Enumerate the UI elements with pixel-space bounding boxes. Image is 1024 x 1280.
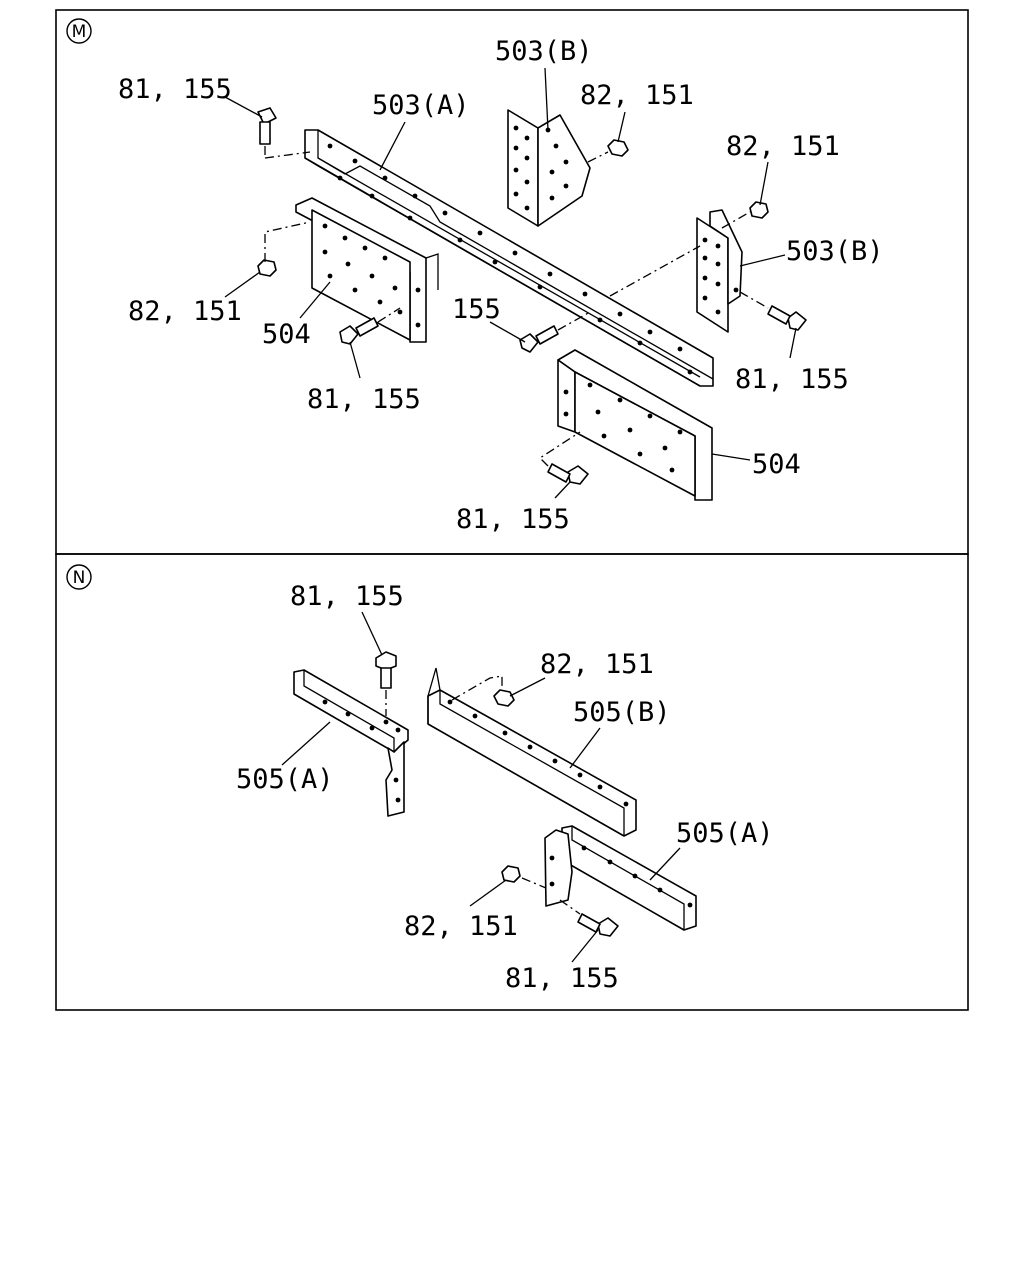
label-rail-505b: 505(B) xyxy=(573,697,671,728)
plate-504-right xyxy=(557,349,713,501)
section-n-marker: N xyxy=(66,564,92,590)
label-rail-503a: 503(A) xyxy=(372,90,470,121)
bolt-icon xyxy=(559,899,619,937)
section-n-frame xyxy=(55,553,969,1011)
section-n: N xyxy=(55,553,969,1011)
label-bracket-503b-right: 503(B) xyxy=(786,236,884,267)
nut-icon xyxy=(501,865,547,889)
bolt-icon xyxy=(339,307,401,345)
rail-505a-right xyxy=(544,825,697,931)
leader-lines xyxy=(281,611,681,963)
plate-504-left xyxy=(295,197,439,343)
nut-icon xyxy=(587,139,629,163)
rail-503a xyxy=(304,129,714,387)
leader-lines xyxy=(224,67,797,499)
svg-text:N: N xyxy=(73,568,86,588)
label-bolt-lower-left: 81, 155 xyxy=(307,384,421,415)
label-nut-top: 82, 151 xyxy=(540,649,654,680)
bolt-icon xyxy=(538,431,589,485)
label-nut-bottom: 82, 151 xyxy=(404,911,518,942)
label-bracket-503b-top: 503(B) xyxy=(495,36,593,67)
rail-505a-left xyxy=(293,669,409,817)
connector-dash xyxy=(609,245,701,297)
svg-text:M: M xyxy=(72,22,87,42)
label-plate-504-right: 504 xyxy=(752,449,801,480)
label-rail-505a-left: 505(A) xyxy=(236,764,334,795)
bolt-icon xyxy=(519,311,591,353)
label-rail-505a-right: 505(A) xyxy=(676,818,774,849)
label-bolt-top-left: 81, 155 xyxy=(118,74,232,105)
nut-icon xyxy=(451,675,515,707)
label-bolt-top: 81, 155 xyxy=(290,581,404,612)
bolt-icon xyxy=(257,107,311,159)
label-plate-504-left: 504 xyxy=(262,319,311,350)
label-nut-left: 82, 151 xyxy=(128,296,242,327)
label-bolt-bottom: 81, 155 xyxy=(456,504,570,535)
label-nut-right: 82, 151 xyxy=(726,131,840,162)
label-bolt-right: 81, 155 xyxy=(735,364,849,395)
nut-icon xyxy=(257,221,311,277)
bracket-503b-right xyxy=(696,209,743,333)
label-bolt-center: 155 xyxy=(452,294,501,325)
bolt-icon xyxy=(739,291,807,331)
section-m-marker: M xyxy=(66,18,92,44)
bolt-icon xyxy=(375,651,397,716)
bracket-503b-upper xyxy=(507,109,591,227)
section-m: M xyxy=(55,9,969,555)
rail-505b xyxy=(427,667,637,837)
label-nut-top: 82, 151 xyxy=(580,80,694,111)
label-bolt-bottom: 81, 155 xyxy=(505,963,619,994)
nut-icon xyxy=(721,201,769,229)
